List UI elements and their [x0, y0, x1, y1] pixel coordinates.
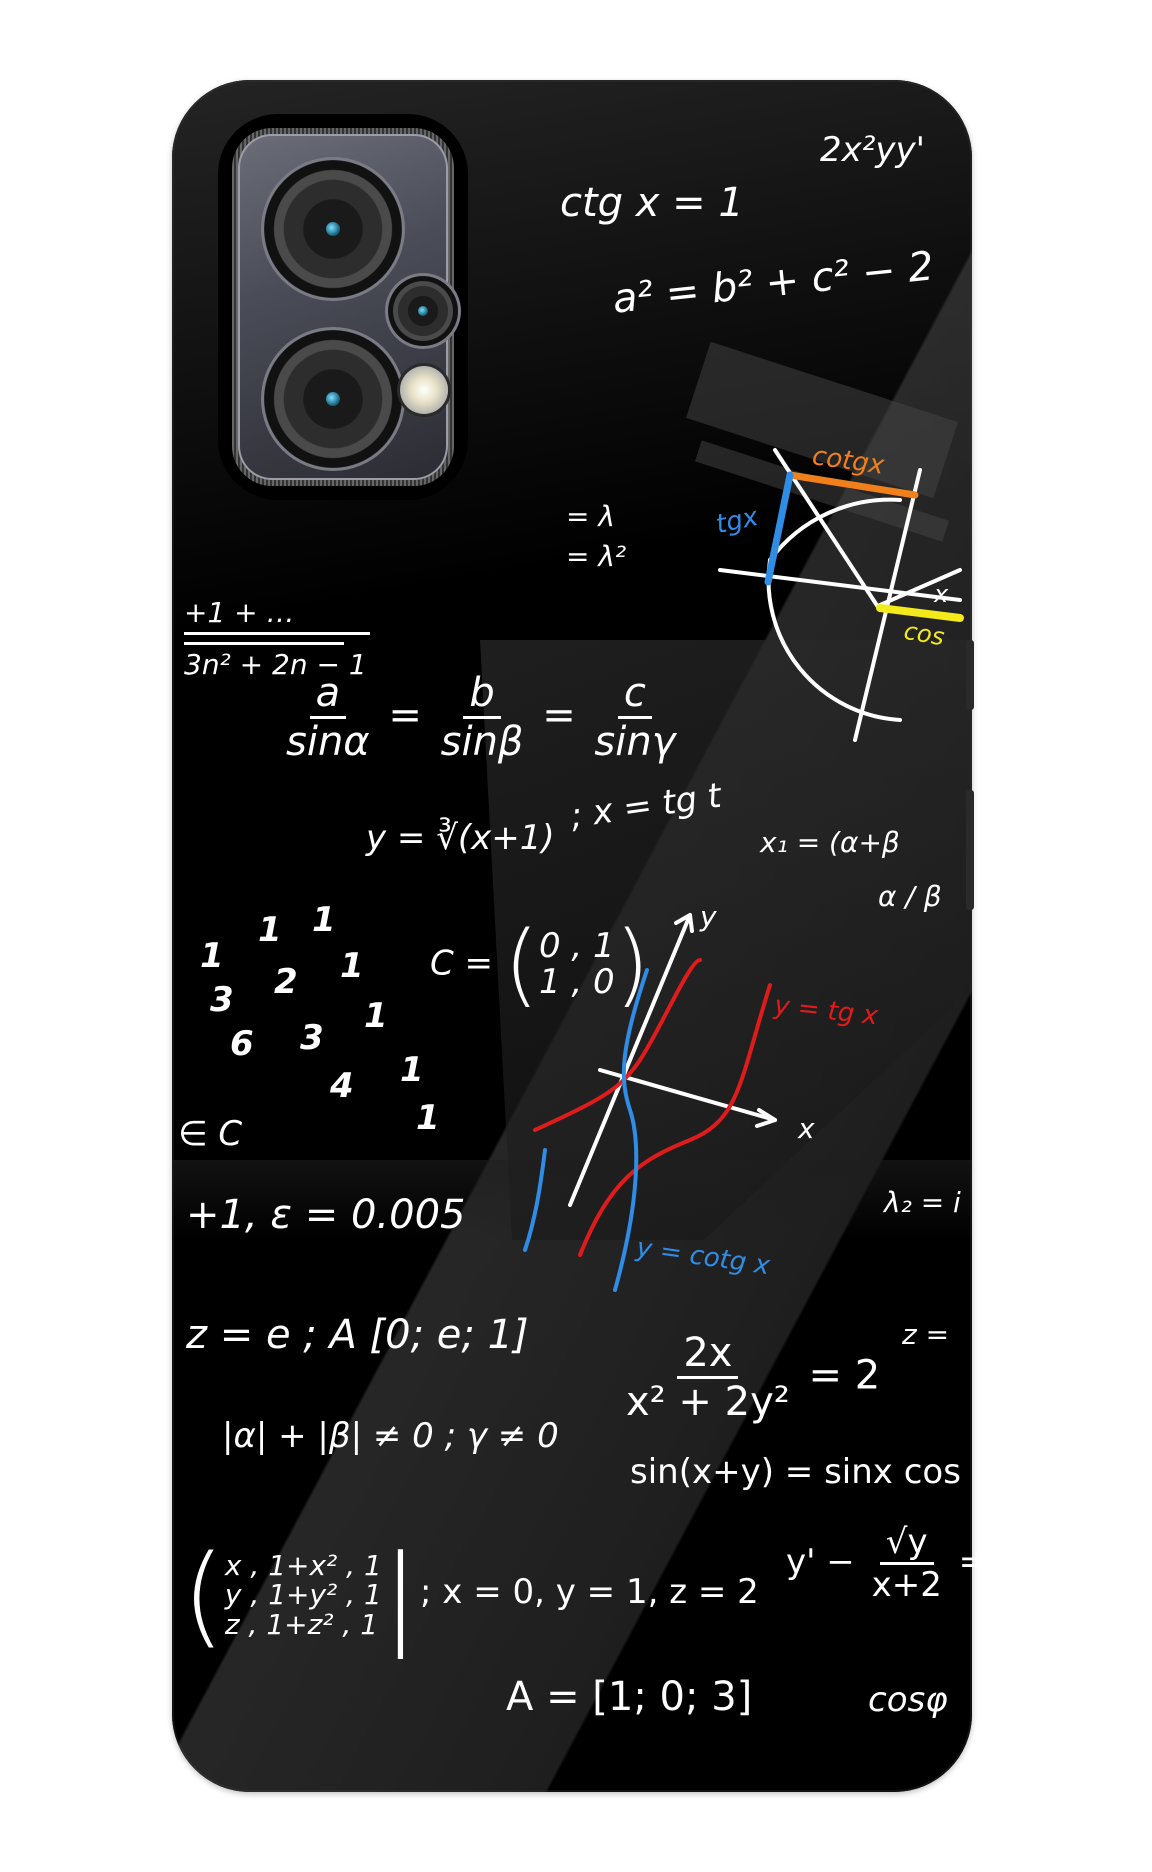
formula-beta: α / β	[878, 880, 942, 913]
formula-cube-root: y = ∛(x+1)	[366, 818, 555, 858]
digit: 1	[364, 996, 388, 1036]
camera-glass	[238, 134, 458, 480]
formula-sin-sum: sin(x+y) = sinx cos	[630, 1452, 961, 1492]
cos-segment	[876, 604, 964, 622]
formula-in-c: ∈ C	[178, 1114, 243, 1154]
cotg-segment	[786, 471, 919, 499]
small-lens-icon	[388, 276, 458, 346]
side-button	[966, 640, 974, 710]
camera-module	[232, 128, 458, 486]
digit: 1	[258, 910, 282, 950]
formula-lambda-z: λ₂ = i	[884, 1186, 961, 1219]
formula-ctg: ctg x = 1	[560, 180, 744, 226]
formula-series-numerator: +1 + …	[184, 596, 295, 629]
formula-lambda: = λ	[566, 500, 615, 533]
formula-series-denominator: 3n² + 2n − 1	[184, 648, 367, 681]
fraction-bar	[184, 642, 344, 645]
digit: 3	[300, 1018, 324, 1058]
main-lens-icon	[264, 160, 402, 298]
matrix-3x3: ( x , 1+x² , 1 y , 1+y² , 1 z , 1+z² , 1…	[182, 1531, 419, 1659]
formula-vector-a: A = [1; 0; 3]	[506, 1674, 753, 1720]
side-button	[966, 790, 974, 910]
tg-segment	[764, 471, 794, 586]
unit-circle-diagram	[718, 448, 962, 742]
label-y-axis: y	[700, 900, 717, 933]
formula-lambda-squared: = λ²	[566, 540, 627, 573]
formula-top-right: 2x²yy'	[820, 130, 925, 170]
formula-z-e: z = e ; A [0; e; 1]	[186, 1312, 529, 1358]
digit: 3	[210, 980, 234, 1020]
digit: 6	[230, 1024, 254, 1064]
tangent-graph	[523, 913, 777, 1292]
digit: 1	[312, 900, 336, 940]
formula-z: z =	[902, 1318, 950, 1351]
formula-epsilon: +1, ε = 0.005	[186, 1192, 466, 1238]
flash-icon	[400, 366, 448, 414]
digit: 1	[200, 936, 224, 976]
formula-xyz-values: ; x = 0, y = 1, z = 2	[420, 1572, 759, 1612]
digit: 2	[274, 962, 298, 1002]
label-x-axis: x	[798, 1112, 815, 1145]
digit: 4	[330, 1066, 354, 1106]
digit: 1	[416, 1098, 440, 1138]
digit: 1	[340, 946, 364, 986]
wide-lens-icon	[264, 330, 402, 468]
label-angle-x: x	[934, 580, 949, 608]
fraction-bar	[184, 632, 370, 635]
formula-x1: x₁ = (α+β	[760, 826, 900, 859]
digit: 1	[400, 1050, 424, 1090]
formula-cos-phi: cosφ	[868, 1680, 948, 1720]
formula-alpha-beta: |α| + |β| ≠ 0 ; γ ≠ 0	[222, 1416, 559, 1456]
